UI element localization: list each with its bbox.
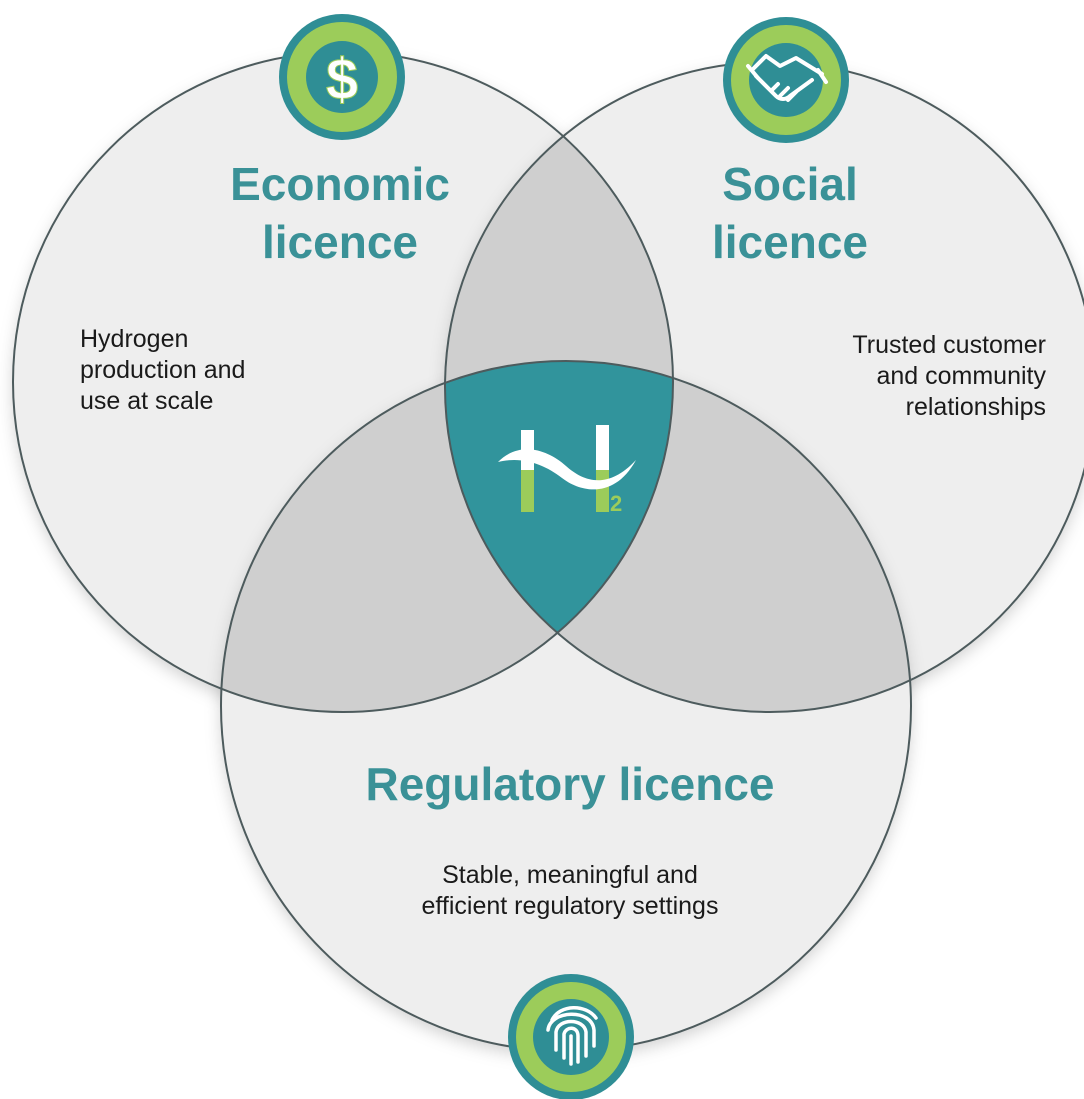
social-desc-line: and community xyxy=(876,362,1046,390)
fingerprint-icon xyxy=(508,974,634,1099)
economic-desc-line: production and xyxy=(80,356,246,384)
regulatory-desc-line: Stable, meaningful and xyxy=(442,861,698,889)
regulatory-desc-line: efficient regulatory settings xyxy=(421,892,719,920)
economic-title-line1: Economic xyxy=(230,158,450,210)
economic-desc-line: use at scale xyxy=(80,387,214,415)
social-description: Trusted customer and community relations… xyxy=(740,330,1046,423)
h2-subscript: 2 xyxy=(610,491,622,516)
dollar-icon: $ xyxy=(279,14,405,140)
h2-logo-icon: 2 xyxy=(498,425,636,516)
economic-title-line2: licence xyxy=(262,216,418,268)
social-desc-line: relationships xyxy=(905,393,1046,421)
social-title: Social licence xyxy=(640,155,940,271)
regulatory-description: Stable, meaningful and efficient regulat… xyxy=(320,860,820,922)
social-title-line2: licence xyxy=(712,216,868,268)
regulatory-title: Regulatory licence xyxy=(300,755,840,813)
social-title-line1: Social xyxy=(722,158,858,210)
handshake-icon xyxy=(723,17,849,143)
regulatory-title-text: Regulatory licence xyxy=(365,758,775,810)
dollar-glyph: $ xyxy=(326,47,358,112)
economic-desc-line: Hydrogen xyxy=(80,325,189,353)
economic-description: Hydrogen production and use at scale xyxy=(80,324,340,417)
social-desc-line: Trusted customer xyxy=(852,331,1046,359)
economic-title: Economic licence xyxy=(190,155,490,271)
